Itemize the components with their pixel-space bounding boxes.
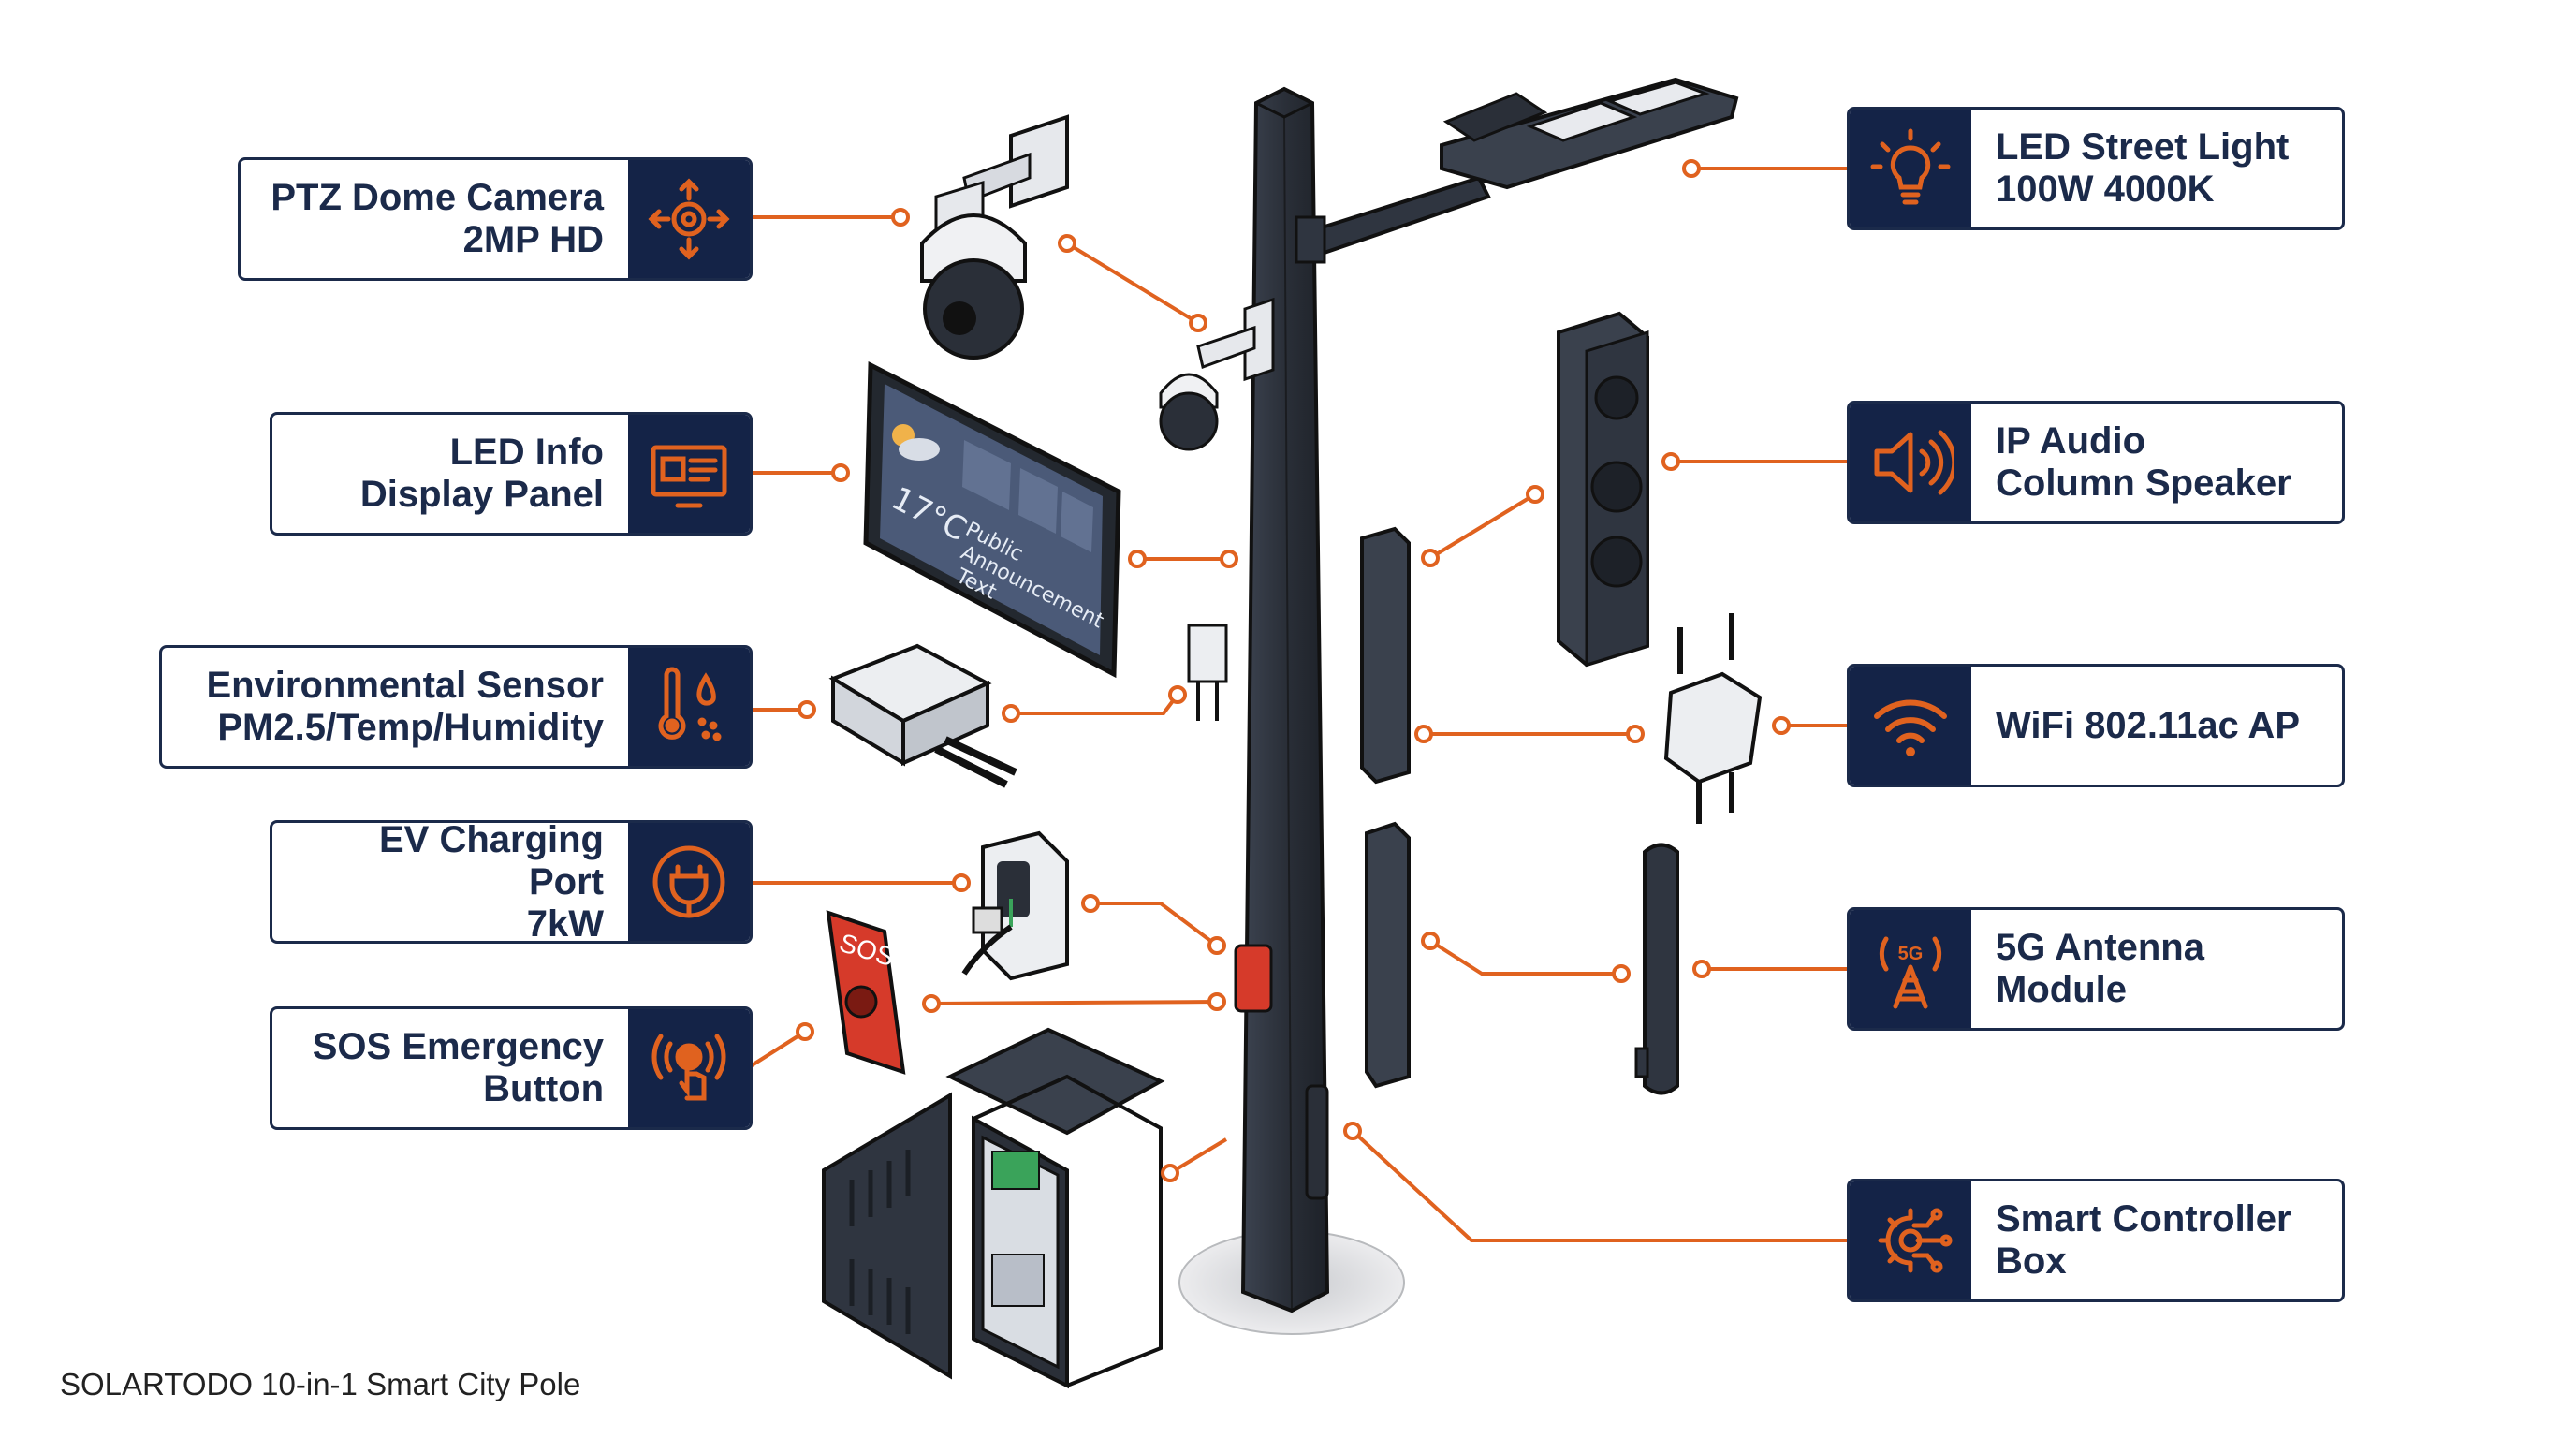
label-controller-line1: Smart Controller	[1996, 1198, 2291, 1240]
pole	[1240, 86, 1330, 1313]
label-display-line2: Display Panel	[359, 474, 604, 515]
lightbulb-icon	[1850, 110, 1971, 227]
ptz-camera-small	[1159, 297, 1275, 451]
label-sensor-line2: PM2.5/Temp/Humidity	[217, 707, 604, 748]
ptz-camera-large	[920, 114, 1069, 360]
plug-icon	[628, 823, 750, 941]
gear-circuit-icon	[1850, 1181, 1971, 1299]
label-wifi-line1: WiFi 802.11ac AP	[1996, 704, 2300, 746]
wifi-icon	[1850, 667, 1971, 785]
wifi-access-point	[1663, 613, 1763, 824]
label-ptz-camera-line1: PTZ Dome Camera	[271, 177, 604, 218]
display-panel-icon	[628, 415, 750, 533]
pole-sos-button	[1234, 944, 1273, 1013]
label-ev-line2: 7kW	[526, 902, 604, 944]
press-button-icon	[628, 1009, 750, 1127]
antenna-5g-icon: 5G	[1850, 910, 1971, 1028]
thermometer-droplet-icon	[628, 648, 750, 766]
slim-speaker-upper	[1360, 526, 1411, 785]
label-light-line1: LED Street Light	[1996, 126, 2290, 168]
label-5g-line2: Module	[1996, 969, 2127, 1010]
slim-speaker-lower	[1365, 821, 1411, 1089]
label-sos-line2: Button	[483, 1068, 604, 1109]
column-speaker	[1557, 311, 1649, 668]
environmental-sensor-box	[828, 624, 1228, 788]
led-display-panel: 17°C Public Announcement Text	[863, 360, 1121, 679]
label-sensor-line1: Environmental Sensor	[206, 665, 604, 706]
label-controller-line2: Box	[1996, 1240, 2067, 1282]
label-light-line2: 100W 4000K	[1996, 169, 2215, 210]
ptz-camera-icon	[628, 160, 750, 278]
connector-dots	[796, 159, 1791, 1182]
speaker-icon	[1850, 404, 1971, 521]
label-wifi-ap: WiFi 802.11ac AP	[1847, 664, 2345, 787]
antenna-5g-module	[1634, 843, 1679, 1095]
label-5g-line1: 5G Antenna	[1996, 927, 2204, 968]
label-speaker-line2: Column Speaker	[1996, 462, 2291, 504]
label-display-line1: LED Info	[449, 432, 604, 473]
street-light-fixture	[1295, 77, 1739, 264]
sos-box: SOS	[826, 910, 906, 1075]
label-ptz-camera-line2: 2MP HD	[462, 219, 604, 260]
label-ev-line1: EV Charging Port	[378, 820, 604, 902]
ev-charger	[961, 830, 1069, 981]
label-sos-line1: SOS Emergency	[312, 1026, 604, 1067]
antenna-5g-badge: 5G	[1898, 944, 1924, 964]
smart-controller-cabinet	[822, 1027, 1165, 1389]
connector-lines	[747, 167, 1851, 1242]
caption: SOLARTODO 10-in-1 Smart City Pole	[60, 1367, 581, 1401]
label-speaker-line1: IP Audio	[1996, 420, 2145, 462]
